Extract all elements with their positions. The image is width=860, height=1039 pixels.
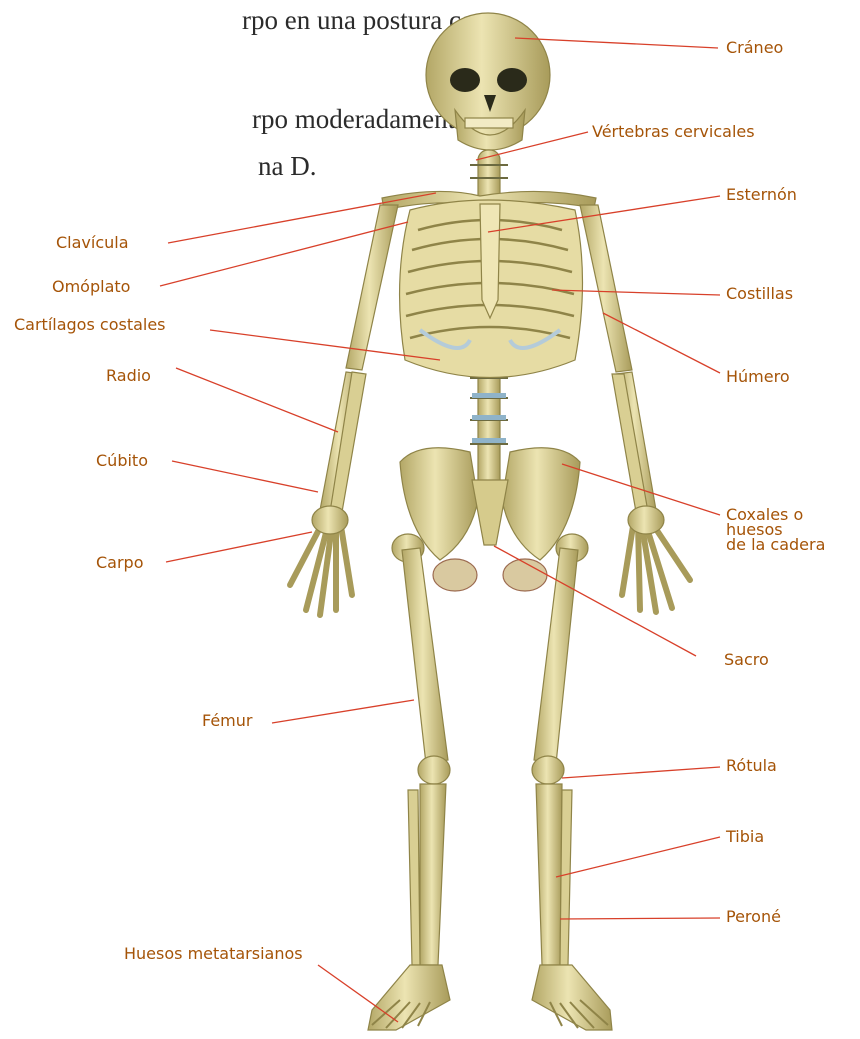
leader-clavicula	[168, 193, 436, 243]
label-tibia: Tibia	[726, 828, 764, 846]
label-femur: Fémur	[202, 712, 252, 730]
left-humerus-shape	[346, 205, 398, 370]
right-hand-shape	[622, 520, 690, 612]
label-carpo: Carpo	[96, 554, 144, 572]
label-clavicula: Clavícula	[56, 234, 129, 252]
leader-sacro	[494, 546, 696, 656]
right-patella-shape	[532, 756, 564, 784]
right-humerus-shape	[580, 205, 632, 372]
leader-carpo	[166, 532, 312, 562]
label-craneo: Cráneo	[726, 39, 783, 57]
leader-cubito	[172, 461, 318, 492]
label-cartilagos-costales: Cartílagos costales	[14, 316, 166, 334]
label-coxales: Coxales o huesos de la cadera	[726, 507, 825, 552]
skeleton-illustration	[290, 13, 690, 1030]
label-humero: Húmero	[726, 368, 790, 386]
left-patella-shape	[418, 756, 450, 784]
leader-radio	[176, 368, 338, 432]
label-radio: Radio	[106, 367, 151, 385]
label-sacro: Sacro	[724, 651, 769, 669]
left-tibia-shape	[420, 784, 446, 965]
label-rotula: Rótula	[726, 757, 777, 775]
label-perone: Peroné	[726, 908, 781, 926]
leader-perone	[560, 918, 720, 919]
label-vertebras-cervicales: Vértebras cervicales	[592, 123, 755, 141]
label-cubito: Cúbito	[96, 452, 148, 470]
label-costillas: Costillas	[726, 285, 793, 303]
leader-rotula	[562, 767, 720, 778]
label-omoplato: Omóplato	[52, 278, 130, 296]
label-esternon: Esternón	[726, 186, 797, 204]
right-tibia-shape	[536, 784, 562, 965]
leader-craneo	[515, 38, 718, 48]
left-foot-shape	[368, 965, 450, 1030]
sacrum-shape	[472, 480, 508, 545]
leader-femur	[272, 700, 414, 723]
label-huesos-metatarsianos: Huesos metatarsianos	[124, 945, 303, 963]
sternum-shape	[480, 204, 500, 318]
leader-tibia	[556, 837, 720, 877]
